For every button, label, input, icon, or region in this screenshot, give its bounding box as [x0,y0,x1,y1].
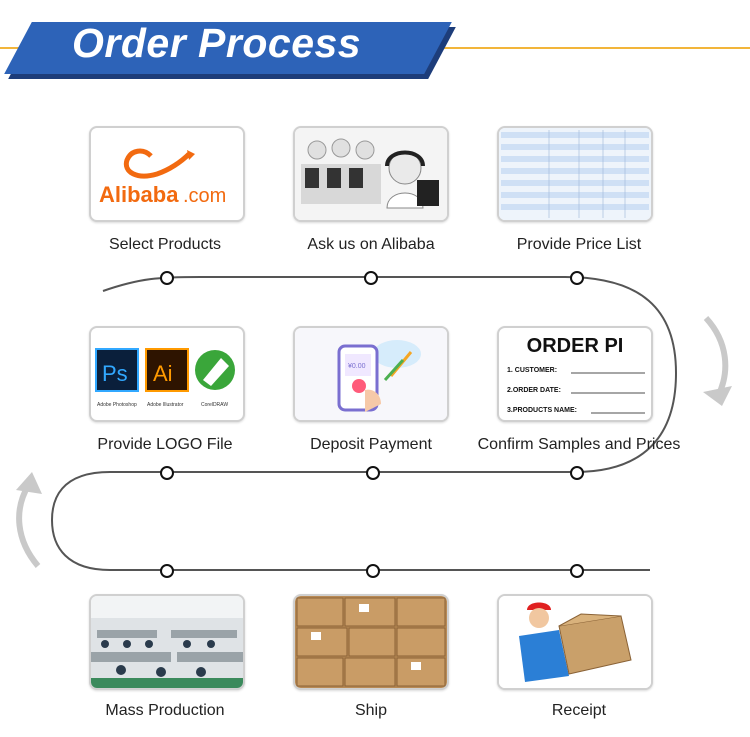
photoshop-icon: Ps [102,361,128,386]
payment-amount: ¥0.00 [348,363,366,370]
flow-node [570,271,584,285]
flow-node [570,466,584,480]
illustrator-icon: Ai [153,361,173,386]
alibaba-suffix: .com [183,185,226,207]
flow-node [366,564,380,578]
alibaba-wordmark: Alibaba [99,182,179,207]
step-label: Receipt [551,702,607,719]
mobile-payment-illustration: ¥0.00 [295,328,447,420]
flow-node [160,271,174,285]
right-arrow-curve [703,315,729,398]
step-card-price-list [497,126,653,222]
cardboard-boxes-photo [295,596,447,688]
svg-text:3.PRODUCTS NAME:: 3.PRODUCTS NAME: [507,407,577,414]
step-card-ship [293,594,449,690]
svg-text:Adobe Illustrator: Adobe Illustrator [147,402,184,408]
flow-node [160,564,174,578]
step-label: Provide LOGO File [97,436,233,453]
flow-node [160,466,174,480]
svg-text:CorelDRAW: CorelDRAW [201,402,228,408]
left-arrow-curve [16,484,41,568]
step-card-receipt [497,594,653,690]
design-software-logos: Ps Ai Adobe Photoshop Adobe Illustrator … [95,348,235,408]
svg-text:Adobe Photoshop: Adobe Photoshop [97,402,137,408]
flow-curve [50,276,678,571]
step-card-mass-production [89,594,245,690]
price-list-table-image [499,128,651,220]
step-label: Ship [354,702,388,719]
step-label: Deposit Payment [310,436,432,453]
step-card-select-products: Alibaba .com [89,126,245,222]
customer-service-illustration [295,128,447,220]
right-arrow-head [703,386,732,406]
step-label: Provide Price List [516,236,642,253]
delivery-man-illustration [499,596,651,688]
factory-floor-photo [91,596,243,688]
flow-node [364,271,378,285]
step-label: Mass Production [105,702,225,719]
step-label: Select Products [108,236,222,253]
page-title: Order Process [72,20,362,66]
step-label: Ask us on Alibaba [307,236,435,253]
left-arrow-head [16,472,42,494]
svg-text:1. CUSTOMER:: 1. CUSTOMER: [507,367,557,374]
flow-node [366,466,380,480]
step-card-ask-alibaba [293,126,449,222]
flow-node [570,564,584,578]
alibaba-logo: Alibaba .com [99,148,226,207]
order-pi-title: ORDER PI [527,335,624,357]
step-card-logo-file: Ps Ai Adobe Photoshop Adobe Illustrator … [89,326,245,422]
order-pi-document: ORDER PI 1. CUSTOMER: 2.ORDER DATE: 3.PR… [507,335,645,414]
step-label: Confirm Samples and Prices [477,436,681,453]
svg-text:2.ORDER DATE:: 2.ORDER DATE: [507,387,561,394]
step-card-deposit-payment: ¥0.00 [293,326,449,422]
step-card-confirm-samples: ORDER PI 1. CUSTOMER: 2.ORDER DATE: 3.PR… [497,326,653,422]
